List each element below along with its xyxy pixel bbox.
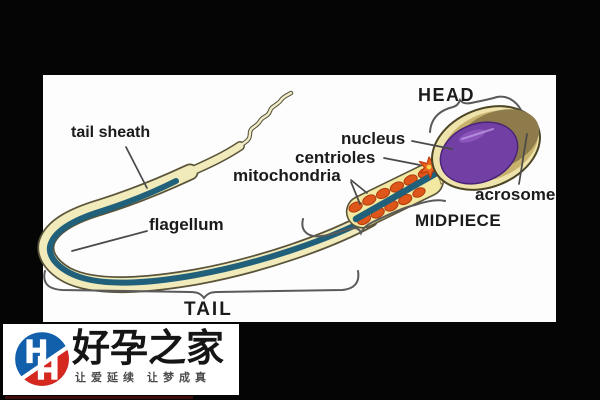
- mitochondria-leader-1: [350, 179, 368, 194]
- label-centrioles: centrioles: [295, 148, 376, 167]
- centrioles-leader: [383, 157, 421, 166]
- label-nucleus: nucleus: [341, 129, 406, 148]
- flagellum-leader: [71, 230, 148, 252]
- mitochondria-shapes: [348, 167, 432, 226]
- mitochondria-leader-2: [350, 181, 361, 205]
- logo-h-glyph: [26, 339, 58, 380]
- label-mitochondria: mitochondria: [233, 166, 341, 185]
- label-acrosome: acrosome: [475, 185, 556, 204]
- watermark-tagline: 让爱延续 让梦成真: [75, 372, 212, 384]
- label-flagellum: flagellum: [149, 215, 224, 234]
- flagellum-axoneme-shape: [46, 178, 375, 286]
- tail-sheath-shape: [37, 90, 379, 294]
- head-brace: [429, 95, 522, 133]
- label-tail: TAIL: [184, 299, 233, 320]
- midpiece-shape: [345, 163, 445, 229]
- nucleus-leader: [411, 140, 453, 150]
- watermark-title: 好孕之家: [72, 325, 225, 370]
- bottom-strip: [5, 396, 193, 399]
- hyz-logo-icon: [15, 332, 69, 386]
- nucleus-shape: [439, 121, 519, 185]
- acrosome-leader: [518, 133, 528, 185]
- label-midpiece: MIDPIECE: [415, 211, 502, 230]
- tail-sheath-leader: [125, 146, 148, 189]
- label-head: HEAD: [418, 85, 476, 105]
- midpiece-brace: [301, 199, 446, 238]
- head-shape: [431, 105, 541, 191]
- label-tail-sheath: tail sheath: [71, 124, 151, 141]
- tail-brace: [43, 270, 360, 300]
